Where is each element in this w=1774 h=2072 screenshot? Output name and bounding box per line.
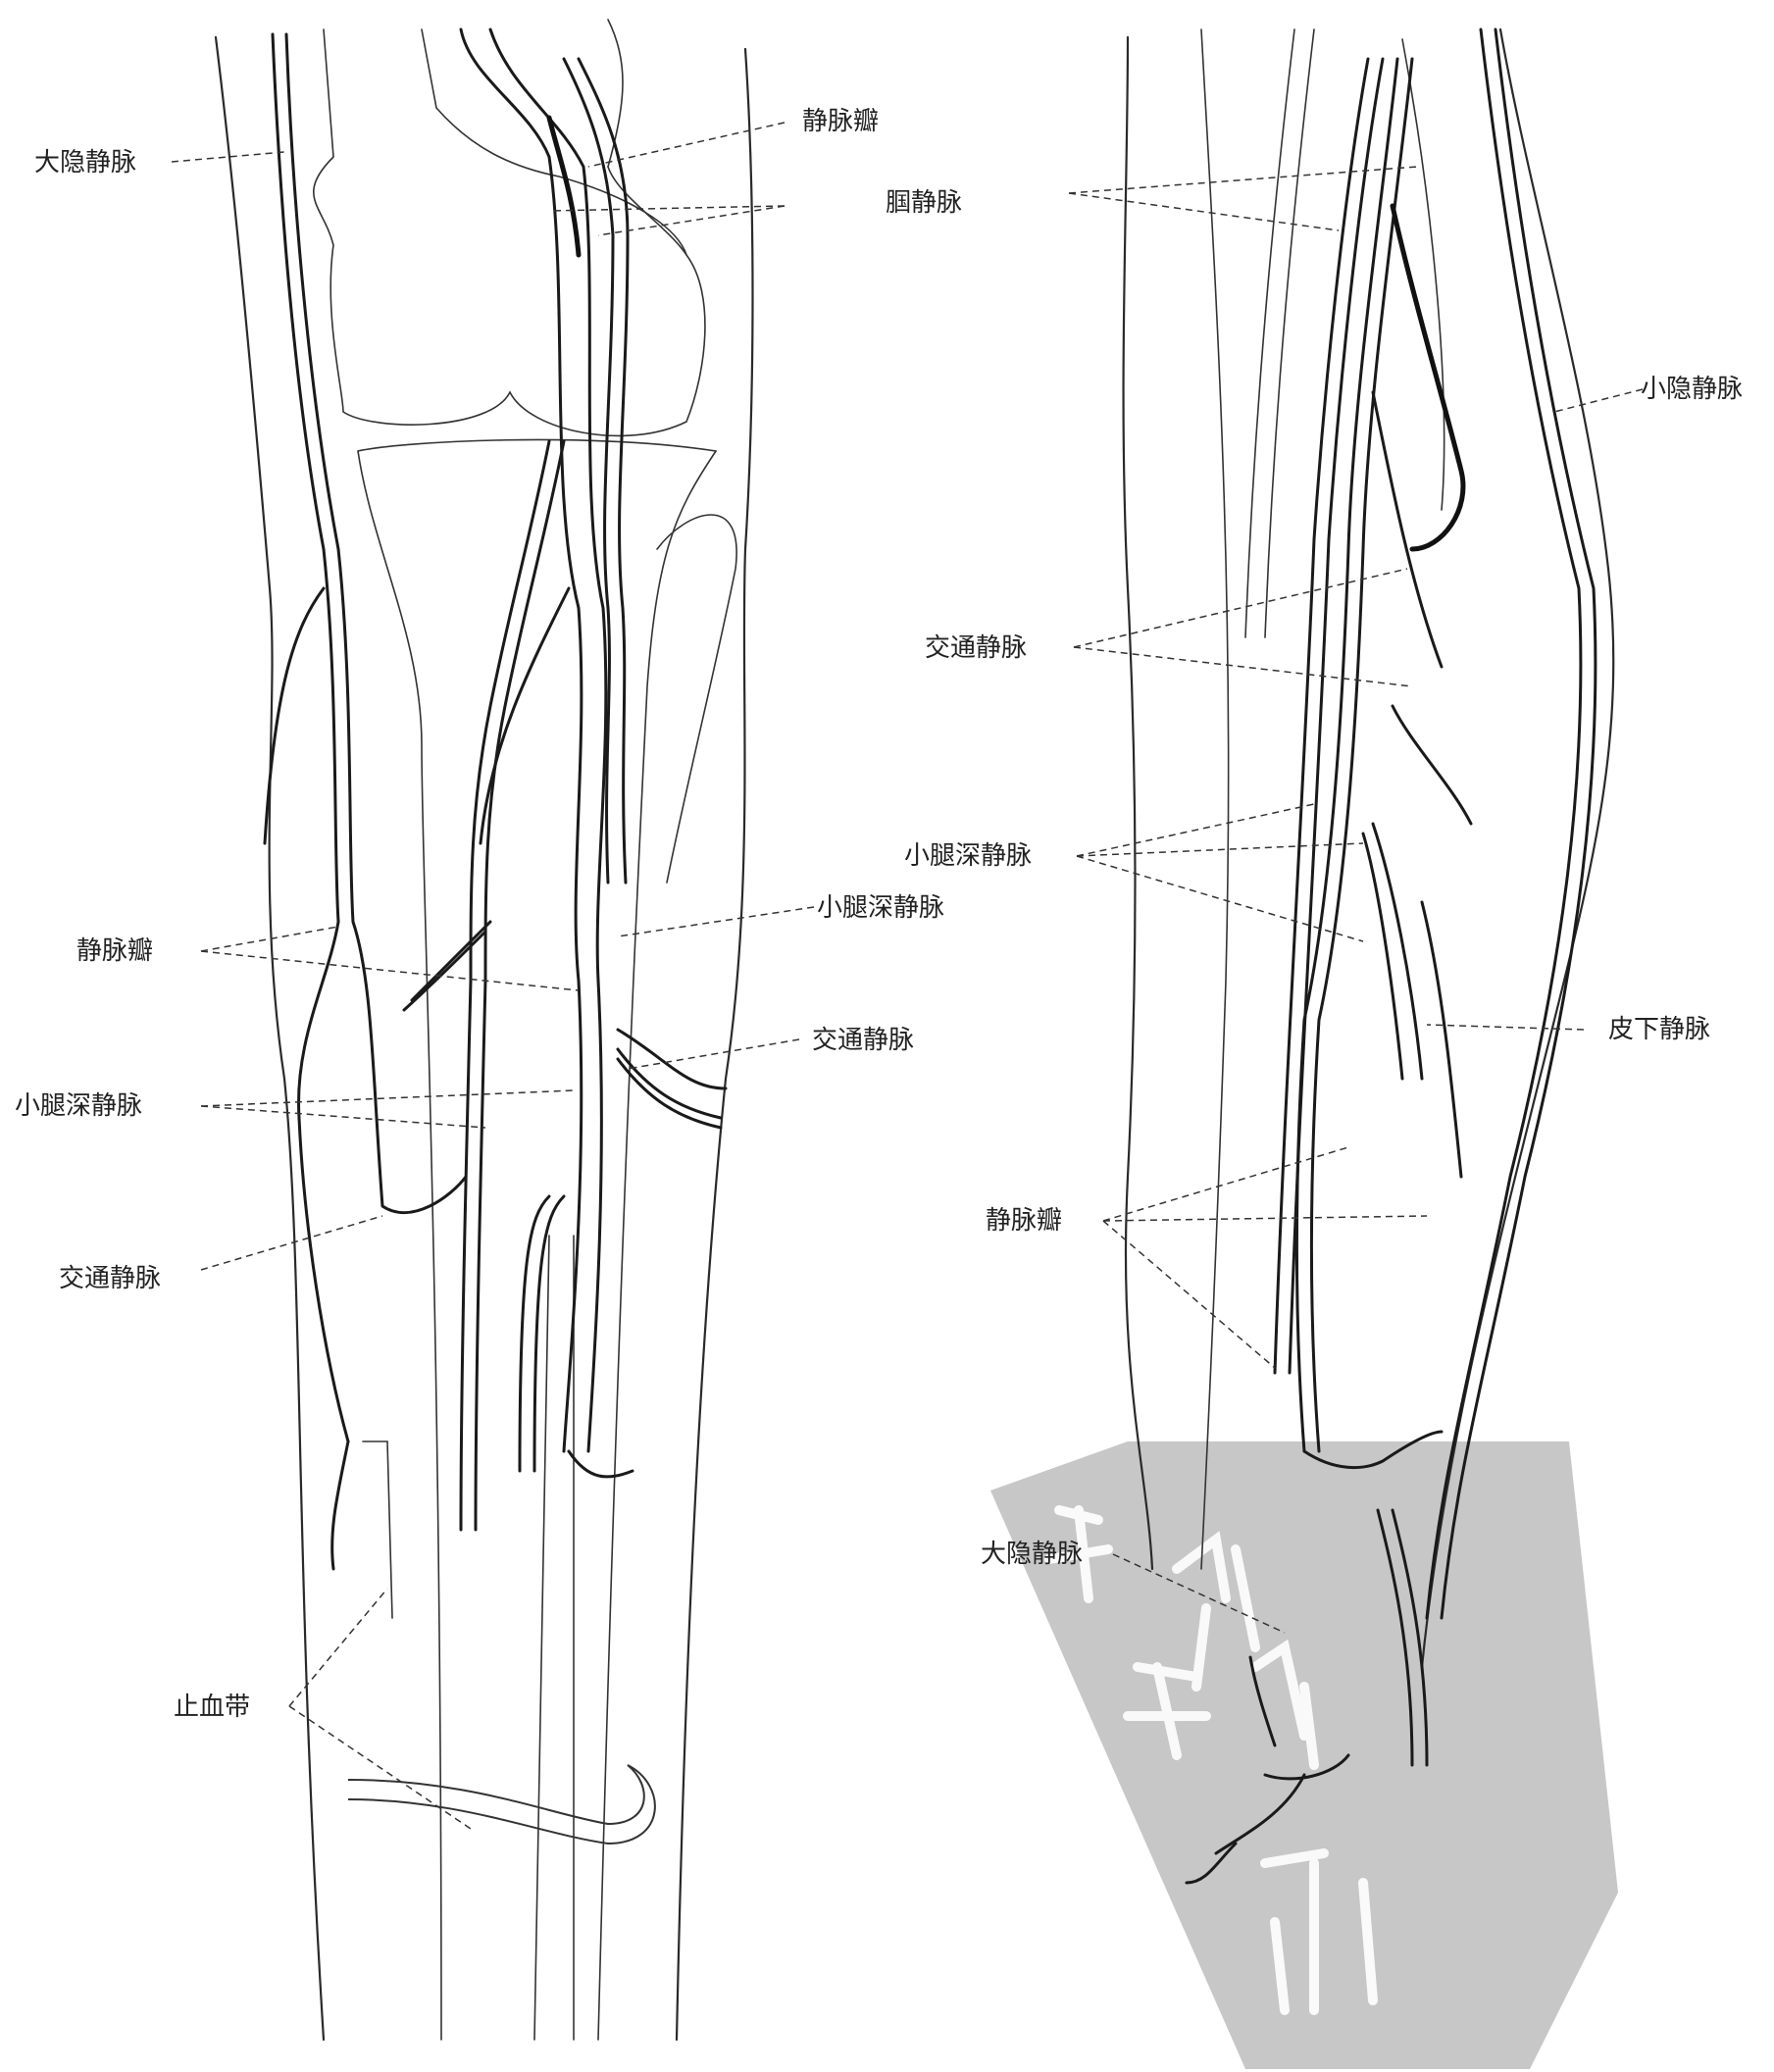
label-left-perforator-right: 交通静脉	[812, 1026, 914, 1055]
label-left-deep-calf-right: 小腿深静脉	[817, 893, 944, 923]
label-right-perforator: 交通静脉	[925, 633, 1027, 663]
leader-left-valve-mid-1	[201, 927, 338, 951]
label-right-subcutaneous: 皮下静脉	[1608, 1015, 1710, 1044]
label-right-small-saphenous: 小隐静脉	[1641, 375, 1743, 404]
leader-left-popliteal-1	[549, 206, 785, 211]
watermark-seal	[990, 1441, 1618, 2069]
label-right-great-saphenous: 大隐静脉	[981, 1540, 1083, 1569]
label-left-tourniquet: 止血带	[174, 1693, 250, 1722]
left-leg-figure	[216, 20, 753, 2040]
label-left-great-saphenous: 大隐静脉	[34, 148, 136, 177]
leader-right-valve-2	[1103, 1216, 1427, 1221]
leader-right-subcutaneous	[1427, 1025, 1584, 1030]
leader-left-perforator-left	[201, 1216, 382, 1270]
leader-right-perforator-2	[1074, 647, 1412, 686]
leader-left-deep-calf-left-2	[201, 1106, 485, 1128]
label-left-perforator-left: 交通静脉	[59, 1264, 161, 1293]
leader-right-deep-calf-1	[1077, 804, 1314, 856]
leader-right-deep-calf-2	[1077, 843, 1363, 856]
leader-right-deep-calf-3	[1077, 856, 1363, 941]
leader-right-small-saphenous	[1554, 389, 1643, 412]
label-left-valve-top: 静脉瓣	[802, 107, 879, 136]
leader-left-deep-calf-left-1	[201, 1090, 574, 1106]
leader-left-deep-calf-right	[618, 907, 814, 936]
label-right-deep-calf: 小腿深静脉	[904, 841, 1032, 871]
label-left-popliteal: 腘静脉	[886, 188, 962, 218]
label-right-valve: 静脉瓣	[986, 1206, 1062, 1236]
leader-left-tourniquet-2	[289, 1706, 471, 1829]
leader-left-valve-mid-2	[201, 951, 579, 990]
label-left-deep-calf-left: 小腿深静脉	[15, 1091, 142, 1121]
label-left-valve-mid: 静脉瓣	[76, 936, 153, 966]
leader-right-popliteal-2	[1069, 193, 1339, 230]
leader-left-great-saphenous	[172, 152, 284, 162]
leader-right-perforator-1	[1074, 569, 1407, 647]
